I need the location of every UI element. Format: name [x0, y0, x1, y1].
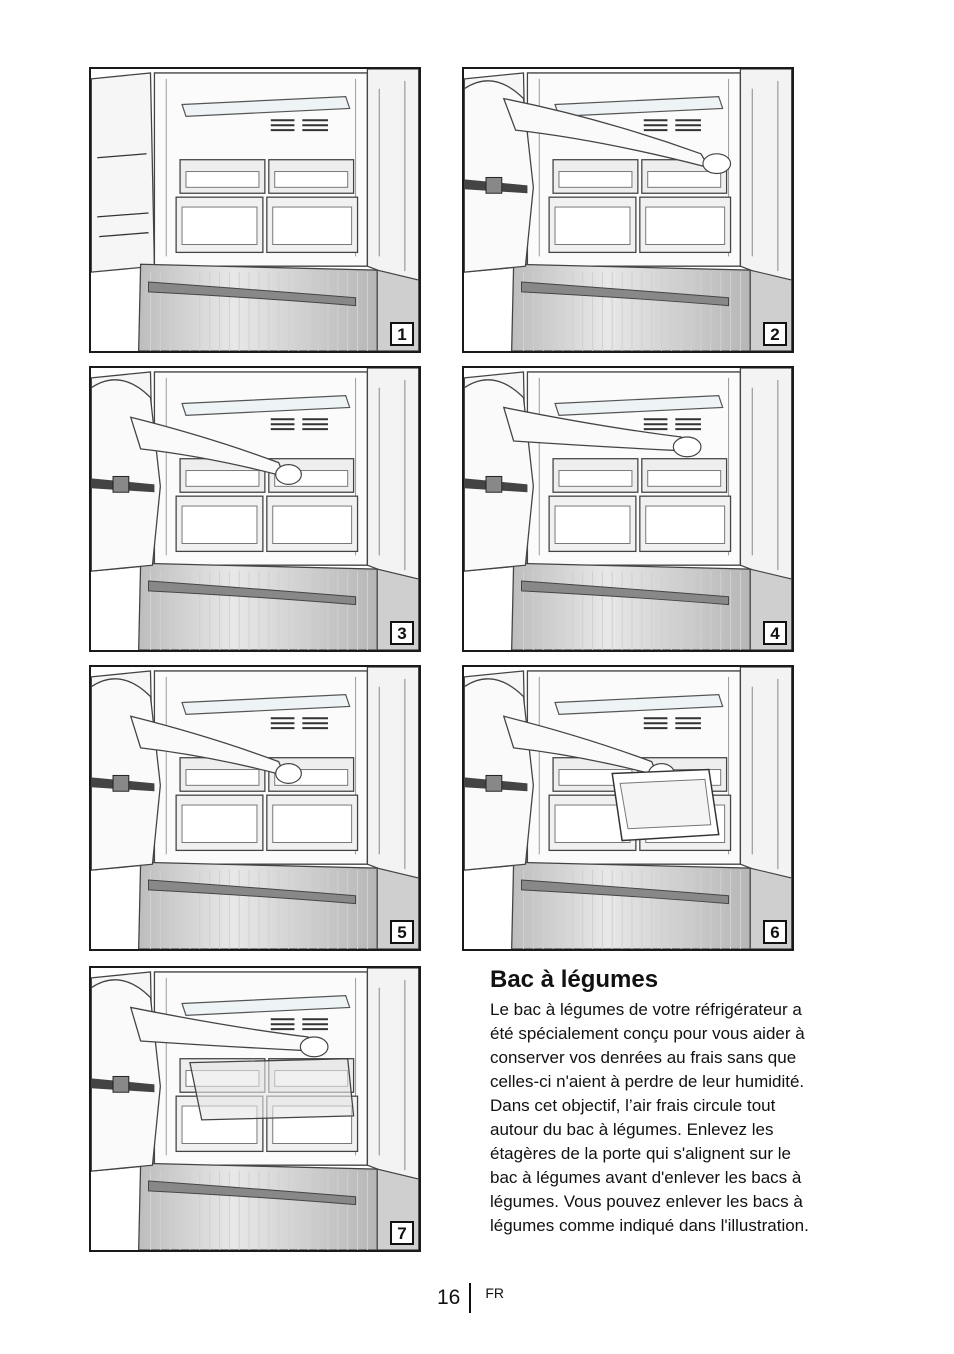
fridge-illustration [91, 968, 419, 1250]
illustration-panel-3: 3 [89, 366, 421, 652]
page-number: 16 [437, 1286, 461, 1309]
page-footer: 16 FR [437, 1283, 504, 1313]
section-title: Bac à légumes [490, 966, 659, 993]
section-body: Le bac à légumes de votre réfrigérateur … [490, 998, 880, 1238]
body-line: légumes comme indiqué dans l'illustratio… [490, 1216, 809, 1235]
illustration-panel-1: 1 [89, 67, 421, 353]
body-line: Dans cet objectif, l’air frais circule t… [490, 1096, 776, 1115]
fridge-illustration [91, 368, 419, 650]
fridge-illustration [464, 69, 792, 351]
panel-number-badge: 5 [390, 920, 414, 944]
fridge-illustration [464, 368, 792, 650]
panel-number-badge: 3 [390, 621, 414, 645]
fridge-illustration [91, 667, 419, 949]
illustration-panel-4: 4 [462, 366, 794, 652]
body-line: étagères de la porte qui s'alignent sur … [490, 1144, 791, 1163]
footer-divider [469, 1283, 472, 1313]
body-line: été spécialement conçu pour vous aider à [490, 1024, 805, 1043]
body-line: autour du bac à légumes. Enlevez les [490, 1120, 774, 1139]
fridge-illustration [464, 667, 792, 949]
body-line: celles-ci n'aient à perdre de leur humid… [490, 1072, 805, 1091]
body-line: bac à légumes avant d'enlever les bacs à [490, 1168, 802, 1187]
body-line: Le bac à légumes de votre réfrigérateur … [490, 1000, 802, 1019]
fridge-illustration [91, 69, 419, 351]
body-line: légumes. Vous pouvez enlever les bacs à [490, 1192, 803, 1211]
panel-number-badge: 4 [763, 621, 787, 645]
crisper-section: Bac à légumes Le bac à légumes de votre … [490, 965, 880, 1238]
illustration-panel-5: 5 [89, 665, 421, 951]
panel-number-badge: 2 [763, 322, 787, 346]
illustration-panel-6: 6 [462, 665, 794, 951]
illustration-panel-2: 2 [462, 67, 794, 353]
body-line: conserver vos denrées au frais sans que [490, 1048, 797, 1067]
illustration-panel-7: 7 [89, 966, 421, 1252]
panel-number-badge: 1 [390, 322, 414, 346]
language-code: FR [485, 1285, 505, 1301]
panel-number-badge: 6 [763, 920, 787, 944]
panel-number-badge: 7 [390, 1221, 414, 1245]
